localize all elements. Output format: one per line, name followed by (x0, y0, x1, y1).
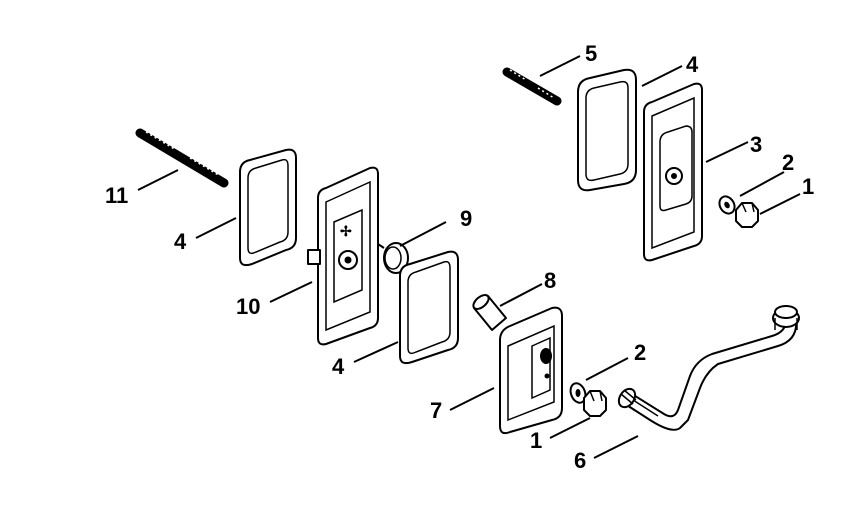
callout-11: 11 (105, 183, 128, 208)
pipe-part-6 (617, 305, 800, 431)
nut-part-1-bottom (583, 390, 607, 417)
stud-part-11 (135, 128, 229, 188)
callout-labels: 11 4 10 4 9 8 5 4 3 2 1 7 2 1 6 (105, 41, 814, 473)
callout-4-top: 4 (686, 52, 699, 77)
svg-text:✢: ✢ (340, 223, 352, 239)
spacer-part-8 (472, 294, 507, 331)
cover-plate-part-3 (643, 82, 703, 262)
callout-4-bottom: 4 (332, 354, 345, 379)
callout-4-left: 4 (174, 229, 187, 254)
callout-2-top: 2 (782, 150, 794, 175)
callout-10: 10 (236, 294, 260, 319)
gasket-part-4-top (577, 68, 637, 192)
callout-5: 5 (585, 41, 597, 66)
callout-1-bottom: 1 (530, 428, 542, 453)
washer-part-2-top (718, 195, 736, 215)
callout-8: 8 (544, 268, 556, 293)
washer-part-2-bottom (569, 382, 587, 404)
callout-6: 6 (574, 448, 586, 473)
callout-2-bottom: 2 (634, 340, 646, 365)
plate-part-10: ✢ (307, 166, 379, 346)
stud-part-5 (502, 67, 562, 106)
callout-1-top: 1 (802, 174, 814, 199)
callout-3: 3 (750, 132, 762, 157)
leader-lines (137, 55, 801, 459)
callout-9: 9 (460, 206, 472, 231)
nut-part-1-top (735, 202, 759, 228)
callout-7: 7 (430, 398, 442, 423)
gasket-part-4-left (239, 148, 297, 267)
plug-part-9 (377, 242, 409, 274)
gasket-part-4-bottom (399, 250, 459, 365)
flange-part-7 (499, 306, 563, 435)
